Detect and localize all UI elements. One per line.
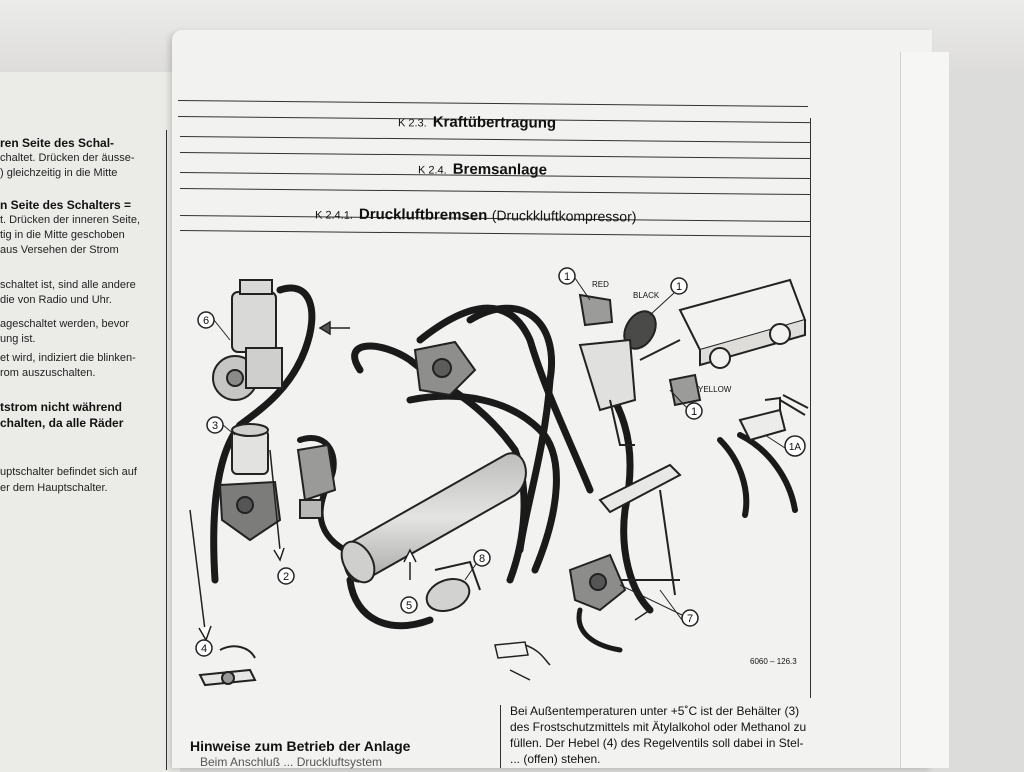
section-header-k241: K 2.4.1. Druckluftbremsen (Druckkluftkomp… xyxy=(315,205,637,226)
callout-label: 1 xyxy=(676,281,682,293)
callout-label: 4 xyxy=(201,643,207,655)
mounting-bracket xyxy=(578,338,637,446)
air-hose xyxy=(346,576,434,630)
label-black: BLACK xyxy=(633,291,660,300)
left-text-line: ageschaltet werden, bevor xyxy=(0,318,130,330)
callout-label: 5 xyxy=(406,600,412,612)
pressure-regulator xyxy=(218,423,282,542)
trailer xyxy=(639,278,807,369)
callout-circle-2 xyxy=(277,567,295,585)
body-text-line: füllen. Der Hebel (4) des Regelventils s… xyxy=(510,736,804,750)
callout-label: 1A xyxy=(789,442,802,453)
left-text-line: ren Seite des Schal- xyxy=(0,136,115,150)
callout-label: 8 xyxy=(479,553,485,565)
figure-reference: 6060 – 126.3 xyxy=(750,657,797,666)
left-text-line: er dem Hauptschalter. xyxy=(0,482,108,494)
air-hose xyxy=(236,284,316,429)
section-code: K 2.4.1. xyxy=(314,209,353,222)
regulator-lever xyxy=(198,645,257,687)
left-text-line: chalten, da alle Räder xyxy=(0,416,124,430)
label-red: RED xyxy=(592,280,609,289)
left-text-line: aus Versehen der Strom xyxy=(0,244,119,256)
air-hose xyxy=(466,304,555,554)
wiring-harness xyxy=(738,394,809,442)
callout-label: 6 xyxy=(203,315,209,327)
air-compressor xyxy=(212,279,283,401)
left-page xyxy=(0,72,180,772)
callout-label: 2 xyxy=(283,571,289,583)
brake-valve xyxy=(413,340,477,397)
body-text-line: Bei Außentemperaturen unter +5˚C ist der… xyxy=(510,704,800,718)
flow-arrows xyxy=(189,320,417,642)
pressure-gauge xyxy=(425,560,481,612)
left-text-line: ) gleichzeitig in die Mitte xyxy=(0,167,118,179)
air-hose xyxy=(416,304,594,494)
body-text-left: Beim Anschluß ... Druckluftsystem xyxy=(200,755,383,769)
left-page-column: ren Seite des Schal- chaltet. Drücken de… xyxy=(0,130,167,770)
callout-circle-7 xyxy=(681,609,699,627)
left-text-line: die von Radio und Uhr. xyxy=(0,294,112,306)
callout-circle-1 xyxy=(558,267,576,285)
callout-label: 1 xyxy=(691,406,697,418)
section-code: K 2.3. xyxy=(397,117,427,130)
callout-label: 3 xyxy=(212,420,218,432)
brake-system-diagram: 1 1 1 1A 2 3 4 5 6 7 8 RED BLACK YELLOW … xyxy=(189,267,809,687)
section-header-k24: K 2.4. Bremsanlage xyxy=(418,160,547,179)
section-title: Bremsanlage xyxy=(452,160,548,179)
section-title: Druckluftbremsen xyxy=(358,205,488,225)
callout-circle-5 xyxy=(400,596,418,614)
body-text-line: des Frostschutzmittels mit Ätylalkohol o… xyxy=(510,720,807,734)
callout-label: 7 xyxy=(687,613,693,625)
air-hose xyxy=(717,437,750,518)
left-text-line: uptschalter befindet sich auf xyxy=(0,466,137,478)
page-frame-right xyxy=(810,118,811,698)
callout-circle-1 xyxy=(670,277,688,295)
callout-circle-4 xyxy=(195,639,213,657)
air-hose xyxy=(576,607,623,653)
section-header-k23: K 2.3. Kraftübertragung xyxy=(398,113,556,133)
callout-label: 1 xyxy=(564,271,570,283)
section-subtitle: (Druckkluftkompressor) xyxy=(491,207,637,225)
callout-circle-1 xyxy=(685,402,703,420)
label-yellow: YELLOW xyxy=(698,385,732,394)
left-text-line: schaltet ist, sind alle andere xyxy=(0,279,136,291)
page-edge xyxy=(900,52,949,768)
left-text-line: rom auszuschalten. xyxy=(0,367,96,379)
left-text-line: t. Drücken der inneren Seite, xyxy=(0,214,141,226)
leader-lines xyxy=(213,277,786,621)
dash-switch xyxy=(494,609,651,681)
left-text-line: et wird, indiziert die blinken- xyxy=(0,352,136,364)
column-divider xyxy=(500,705,501,768)
trailer-control-valve xyxy=(568,553,627,612)
left-text-line: tstrom nicht während xyxy=(0,400,123,414)
air-tank xyxy=(340,452,527,584)
left-text-line: chaltet. Drücken der äusse- xyxy=(0,152,135,164)
callout-circle-1a xyxy=(784,435,806,457)
left-text-line: tig in die Mitte geschoben xyxy=(0,229,125,241)
callout-circle-8 xyxy=(473,549,491,567)
section-heading: Hinweise zum Betrieb der Anlage xyxy=(190,738,411,754)
left-text-line: n Seite des Schalters = xyxy=(0,198,132,212)
body-text-line: ... (offen) stehen. xyxy=(510,752,601,766)
section-title: Kraftübertragung xyxy=(432,113,557,132)
hand-brake xyxy=(598,463,682,596)
coupling-heads xyxy=(578,293,702,407)
section-code: K 2.4. xyxy=(417,164,447,177)
air-hose xyxy=(406,392,560,574)
left-text-line: ung ist. xyxy=(0,333,36,345)
relief-valve xyxy=(296,443,337,519)
